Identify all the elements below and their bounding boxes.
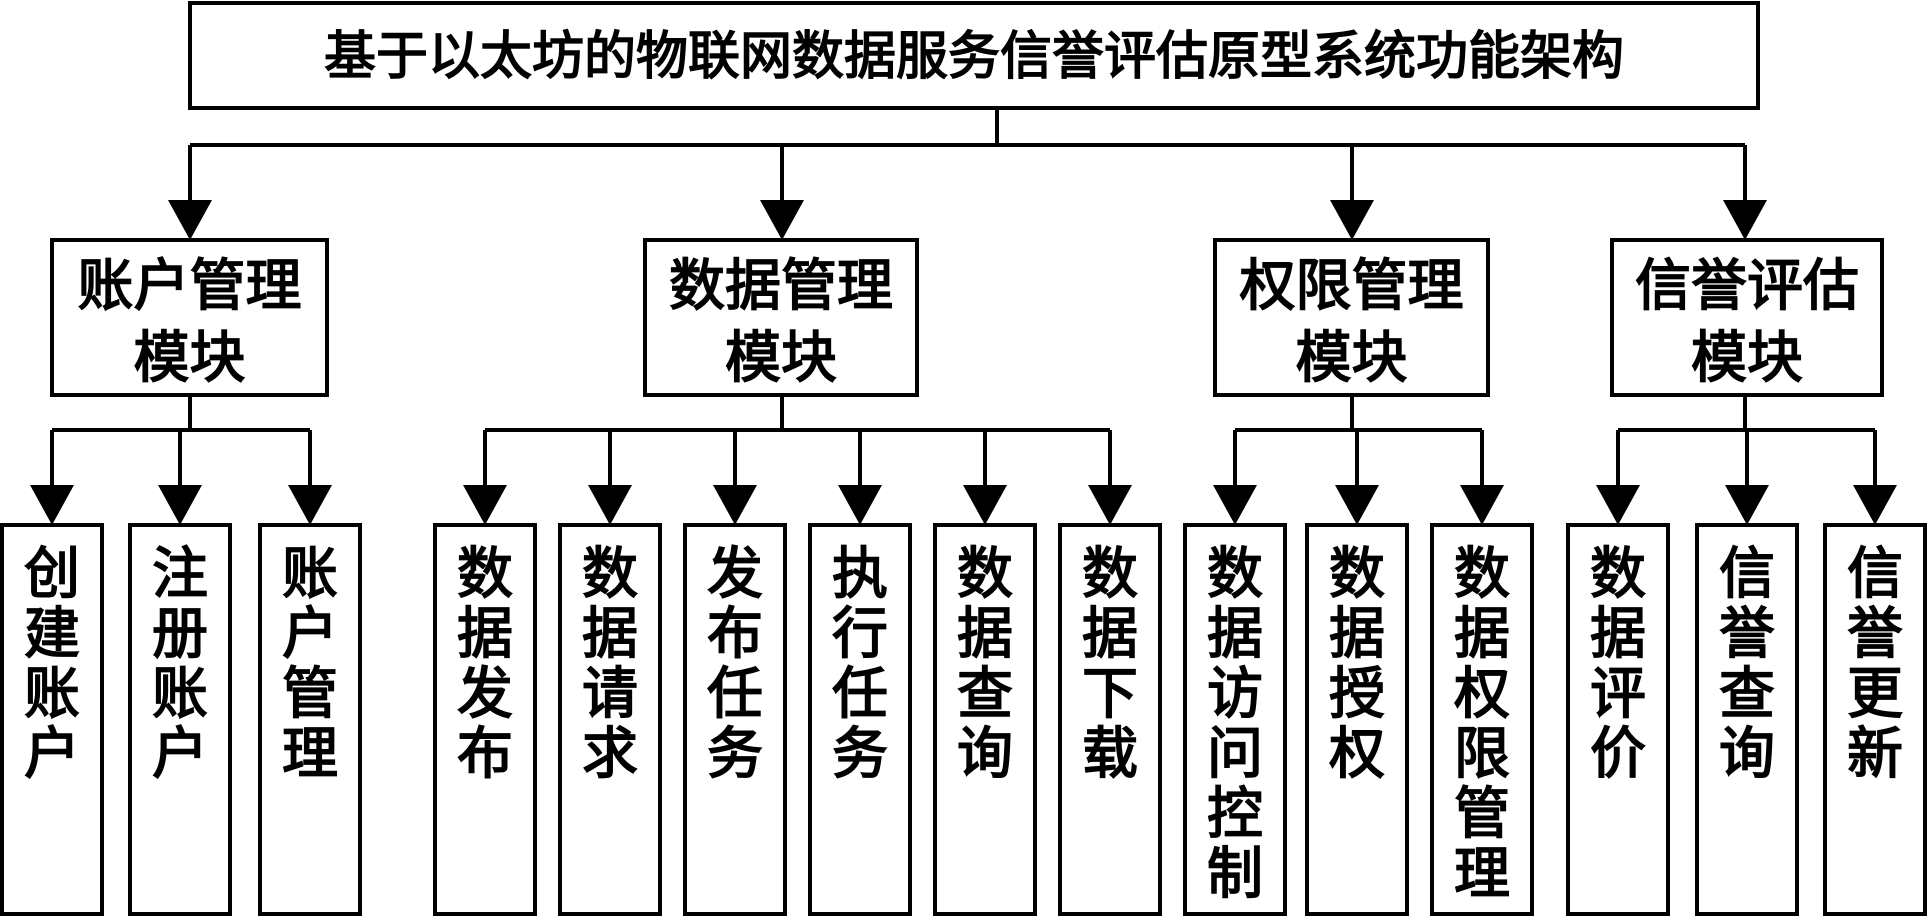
module-label-data-line-1: 模块	[725, 326, 837, 391]
leaf-box	[683, 523, 787, 916]
leaf-box	[1305, 523, 1409, 916]
leaf-node-account-1: 注册账户	[128, 523, 232, 916]
arrow-to-data-leaf-4-head	[963, 485, 1007, 525]
arrow-to-permission-leaf-0-head	[1213, 485, 1257, 525]
leaf-box	[258, 523, 362, 916]
leaf-label: 信誉更新	[1847, 542, 1904, 787]
module-label-account-line-1: 模块	[134, 326, 246, 391]
arrow-to-account-leaf-1-head	[158, 485, 202, 525]
leaf-node-data-2: 发布任务	[683, 523, 787, 916]
module-box-reputation	[1610, 238, 1884, 397]
leaf-node-permission-0: 数据访问控制	[1183, 523, 1287, 916]
leaf-node-permission-1: 数据授权	[1305, 523, 1409, 916]
leaf-label: 数据评价	[1590, 542, 1646, 787]
leaf-box	[1183, 523, 1287, 916]
arrow-to-reputation-leaf-1-head	[1725, 485, 1769, 525]
module-label-permission-line-1: 模块	[1296, 326, 1408, 391]
leaf-node-account-2: 账户管理	[258, 523, 362, 916]
leaf-box	[433, 523, 537, 916]
module-box-data	[643, 238, 919, 397]
leaf-box	[1823, 523, 1927, 916]
arrow-to-account-leaf-2-head	[288, 485, 332, 525]
leaf-node-reputation-2: 信誉更新	[1823, 523, 1927, 916]
leaf-box	[558, 523, 662, 916]
leaf-node-account-0: 创建账户	[0, 523, 104, 916]
leaf-node-data-3: 执行任务	[808, 523, 912, 916]
arrow-to-permission-leaf-1-head	[1335, 485, 1379, 525]
arrow-to-data-leaf-1-head	[588, 485, 632, 525]
arrow-to-account-head	[168, 200, 212, 240]
arrow-to-data-leaf-0-head	[463, 485, 507, 525]
diagram-title: 基于以太坊的物联网数据服务信誉评估原型系统功能架构	[324, 27, 1624, 87]
arrow-to-reputation-leaf-0-head	[1596, 485, 1640, 525]
leaf-node-reputation-1: 信誉查询	[1695, 523, 1799, 916]
module-box-account	[50, 238, 329, 397]
leaf-node-permission-2: 数据权限管理	[1430, 523, 1534, 916]
leaf-label: 注册账户	[152, 542, 208, 787]
leaf-label: 数据访问控制	[1207, 542, 1263, 907]
arrow-to-data-leaf-2-head	[713, 485, 757, 525]
module-label-reputation-line-1: 模块	[1691, 326, 1803, 391]
leaf-box	[1695, 523, 1799, 916]
leaf-nodes: 创建账户 注册账户 账户管理 数据发布 数据请求 发布任务 执行任务 数据查询 数据下载 数据访问…	[0, 523, 1927, 916]
leaf-box	[128, 523, 232, 916]
leaf-label: 发布任务	[707, 542, 763, 787]
title-node: 基于以太坊的物联网数据服务信誉评估原型系统功能架构	[188, 1, 1760, 110]
leaf-node-data-5: 数据下载	[1058, 523, 1162, 916]
leaf-node-data-1: 数据请求	[558, 523, 662, 916]
module-label-permission-line-0: 权限管理	[1239, 254, 1464, 319]
arrow-to-data-leaf-3-head	[838, 485, 882, 525]
arrow-to-reputation-leaf-2-head	[1853, 485, 1897, 525]
leaf-label: 数据发布	[457, 542, 513, 787]
leaf-label: 账户管理	[282, 542, 338, 787]
leaf-box	[1058, 523, 1162, 916]
leaf-box	[0, 523, 104, 916]
leaf-box	[808, 523, 912, 916]
module-box-permission	[1213, 238, 1490, 397]
leaf-box	[933, 523, 1037, 916]
title-box	[188, 1, 1760, 110]
module-label-data-line-0: 数据管理	[669, 254, 893, 319]
leaf-node-data-4: 数据查询	[933, 523, 1037, 916]
leaf-label: 数据权限管理	[1453, 542, 1510, 907]
leaf-node-data-0: 数据发布	[433, 523, 537, 916]
leaf-box	[1566, 523, 1670, 916]
leaf-label: 创建账户	[24, 542, 80, 787]
arrow-to-data-head	[760, 200, 804, 240]
leaf-node-reputation-0: 数据评价	[1566, 523, 1670, 916]
module-label-account-line-0: 账户管理	[78, 254, 302, 319]
leaf-label: 数据查询	[957, 542, 1013, 787]
leaf-label: 执行任务	[832, 542, 888, 787]
arrow-to-reputation-head	[1723, 200, 1767, 240]
leaf-label: 数据授权	[1328, 542, 1385, 787]
connector-lines	[30, 108, 1897, 525]
arrow-to-permission-leaf-2-head	[1460, 485, 1504, 525]
module-label-reputation-line-0: 信誉评估	[1635, 254, 1859, 319]
leaf-label: 信誉查询	[1719, 542, 1776, 787]
leaf-label: 数据下载	[1082, 542, 1138, 787]
leaf-box	[1430, 523, 1534, 916]
leaf-label: 数据请求	[582, 542, 638, 787]
arrow-to-permission-head	[1330, 200, 1374, 240]
arrow-to-data-leaf-5-head	[1088, 485, 1132, 525]
arrow-to-account-leaf-0-head	[30, 485, 74, 525]
